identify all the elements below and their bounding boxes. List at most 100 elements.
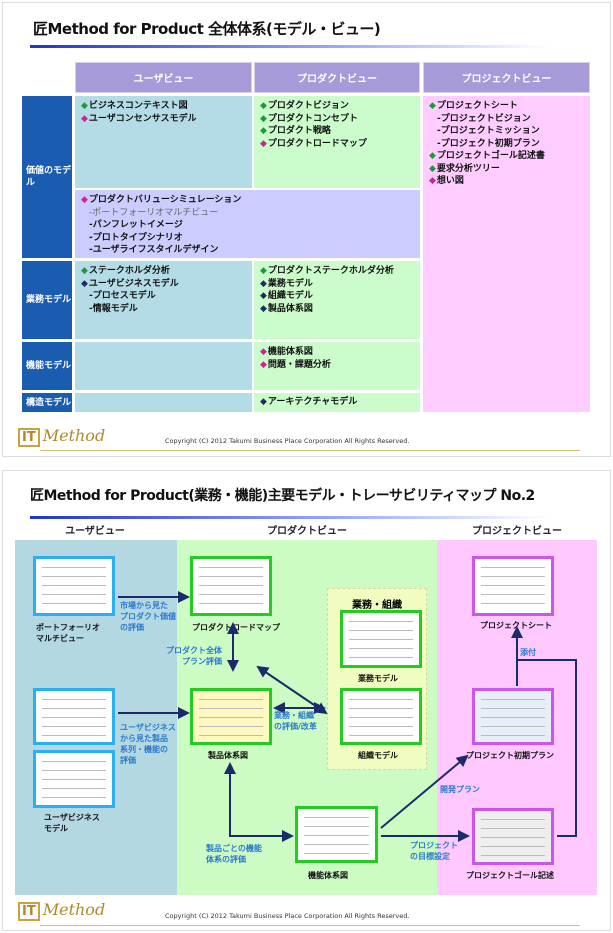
thumb-goal [472,808,554,865]
label-portfolio: ポートフォーリオ マルチビュー [36,623,100,643]
item-label: プロダクトビジョン [267,101,349,111]
thumbnail-line [199,735,263,736]
diamond-icon: ◆ [81,266,88,276]
diamond-icon: ◆ [260,278,267,289]
thumbnail-line [42,603,106,604]
list-item: ◆プロジェクトシート [429,100,584,113]
list-item: ◆アーキテクチャモデル [260,396,414,409]
footer-line-2 [40,925,580,926]
list-item: ◆組織モデル [260,290,414,303]
thumbnail-line [199,708,263,709]
cell-project: ◆プロジェクトシート-プロジェクトビジョン-プロジェクトミッション-プロジェクト… [423,96,590,412]
thumbnail-line [349,639,413,640]
header-product-view: プロダクトビュー [254,62,420,93]
thumbnail-line [481,735,545,736]
sub-item: -ユーザライフスタイルデザイン [89,245,219,255]
arrow-attach [511,626,577,837]
copyright-2: Copyright (C) 2012 Takumi Business Place… [165,912,410,920]
thumbnail-line [349,717,413,718]
diamond-icon: ◆ [260,113,267,124]
item-label: プロダクトロードマップ [267,138,367,149]
cell-business-user: ◆ステークホルダ分析◆ユーザビジネスモデル-プロセスモデル-情報モデル [75,261,252,339]
row-function-model: 機能モデル [22,342,72,390]
list-item: ◆要求分析ツリー [429,163,584,176]
rel-dev-plan: 開発プラン [440,785,480,794]
thumbnail-line [42,717,106,718]
thumbnail-line [481,717,545,718]
list-item: ◆プロダクトバリューシミュレーション [81,194,414,207]
rel-biz-eval: 業務・組織 の評価/改革 [274,711,317,731]
item-label: プロジェクトシート [436,101,518,111]
thumb-function-system [295,806,378,863]
cell-function-product: ◆機能体系図◆問題・課題分析 [254,342,420,390]
thumb-biz-model [340,610,422,668]
thumbnail-line [42,585,106,586]
item-label: ビジネスコンテキスト図 [88,101,188,111]
thumbnail-line [42,726,106,727]
item-label: 業務モデル [267,278,313,289]
label-biz-model: 業務モデル [358,674,398,683]
thumbnail-line [42,699,106,700]
cell-structure-user [75,393,252,412]
arrow-dev-plan [380,754,469,829]
col-header-project: プロジェクトビュー [472,526,562,537]
label-user-biz: ユーザビジネス モデル [44,813,100,833]
item-label: 組織モデル [267,291,313,301]
thumbnail-line [199,576,263,577]
diamond-icon: ◆ [81,195,88,205]
item-label: プロジェクトゴール記述書 [436,151,545,161]
list-item: ◆プロダクトロードマップ [260,138,414,151]
thumbnail-line [42,708,106,709]
row-value-model: 価値のモデル [22,96,72,258]
list-item: ◆問題・課題分析 [260,359,414,372]
thumb-user-biz-2 [33,750,115,808]
footer-line [40,450,580,451]
item-label: 問題・課題分析 [267,359,331,370]
cell-value-user: ◆ビジネスコンテキスト図◆ユーザコンセンサスモデル [75,96,252,188]
sub-item: -プロジェクトミッション [437,126,540,136]
list-item: ◆業務モデル [260,278,414,291]
item-label: アーキテクチャモデル [267,397,358,407]
thumbnail-line [481,837,545,838]
row-structure-model: 構造モデル [22,393,72,412]
thumbnail-line [481,708,545,709]
thumbnail-line [304,826,369,827]
thumbnail-line [42,761,106,762]
thumbnail-line [42,576,106,577]
thumbnail-line [304,835,369,836]
label-goal: プロジェクトゴール記述 [466,871,554,880]
list-item: ◆ステークホルダ分析 [81,265,246,278]
row-business-model: 業務モデル [22,261,72,339]
list-item: ◆プロダクト戦略 [260,125,414,138]
thumbnail-line [349,708,413,709]
thumbnail-line [199,699,263,700]
diamond-icon: ◆ [429,101,436,111]
rel-goal-set: プロジェクト の目標設定 [410,841,458,861]
item-label: 想い図 [436,176,464,186]
label-org-model: 組織モデル [358,751,398,760]
rel-attach: 添付 [520,648,536,657]
sub-item: -プロジェクトビジョン [437,113,531,124]
diamond-icon: ◆ [429,176,436,186]
arrow-product-func [224,762,294,842]
item-label: ステークホルダ分析 [88,266,170,276]
sub-item: -パンフレットイメージ [89,220,183,230]
thumbnail-line [199,726,263,727]
thumbnail-line [349,699,413,700]
diamond-icon: ◆ [260,126,267,136]
list-item: ◆ユーザビジネスモデル [81,278,246,291]
rel-plan-eval: プロダクト全体 プラン評価 [166,646,222,666]
list-item: ◆機能体系図 [260,346,414,359]
slide2-title: 匠Method for Product(業務・機能)主要モデル・トレーサビリティ… [30,488,535,504]
thumbnail-line [199,585,263,586]
item-label: プロダクト戦略 [267,126,331,136]
thumbnail-line [304,817,369,818]
thumbnail-line [199,603,263,604]
diamond-icon: ◆ [429,151,436,161]
group-biz-org-title: 業務・組織 [352,600,402,611]
sub-item: -プロトタイプシナリオ [89,232,183,243]
thumbnail-line [481,585,545,586]
item-label: 製品体系図 [267,303,313,314]
